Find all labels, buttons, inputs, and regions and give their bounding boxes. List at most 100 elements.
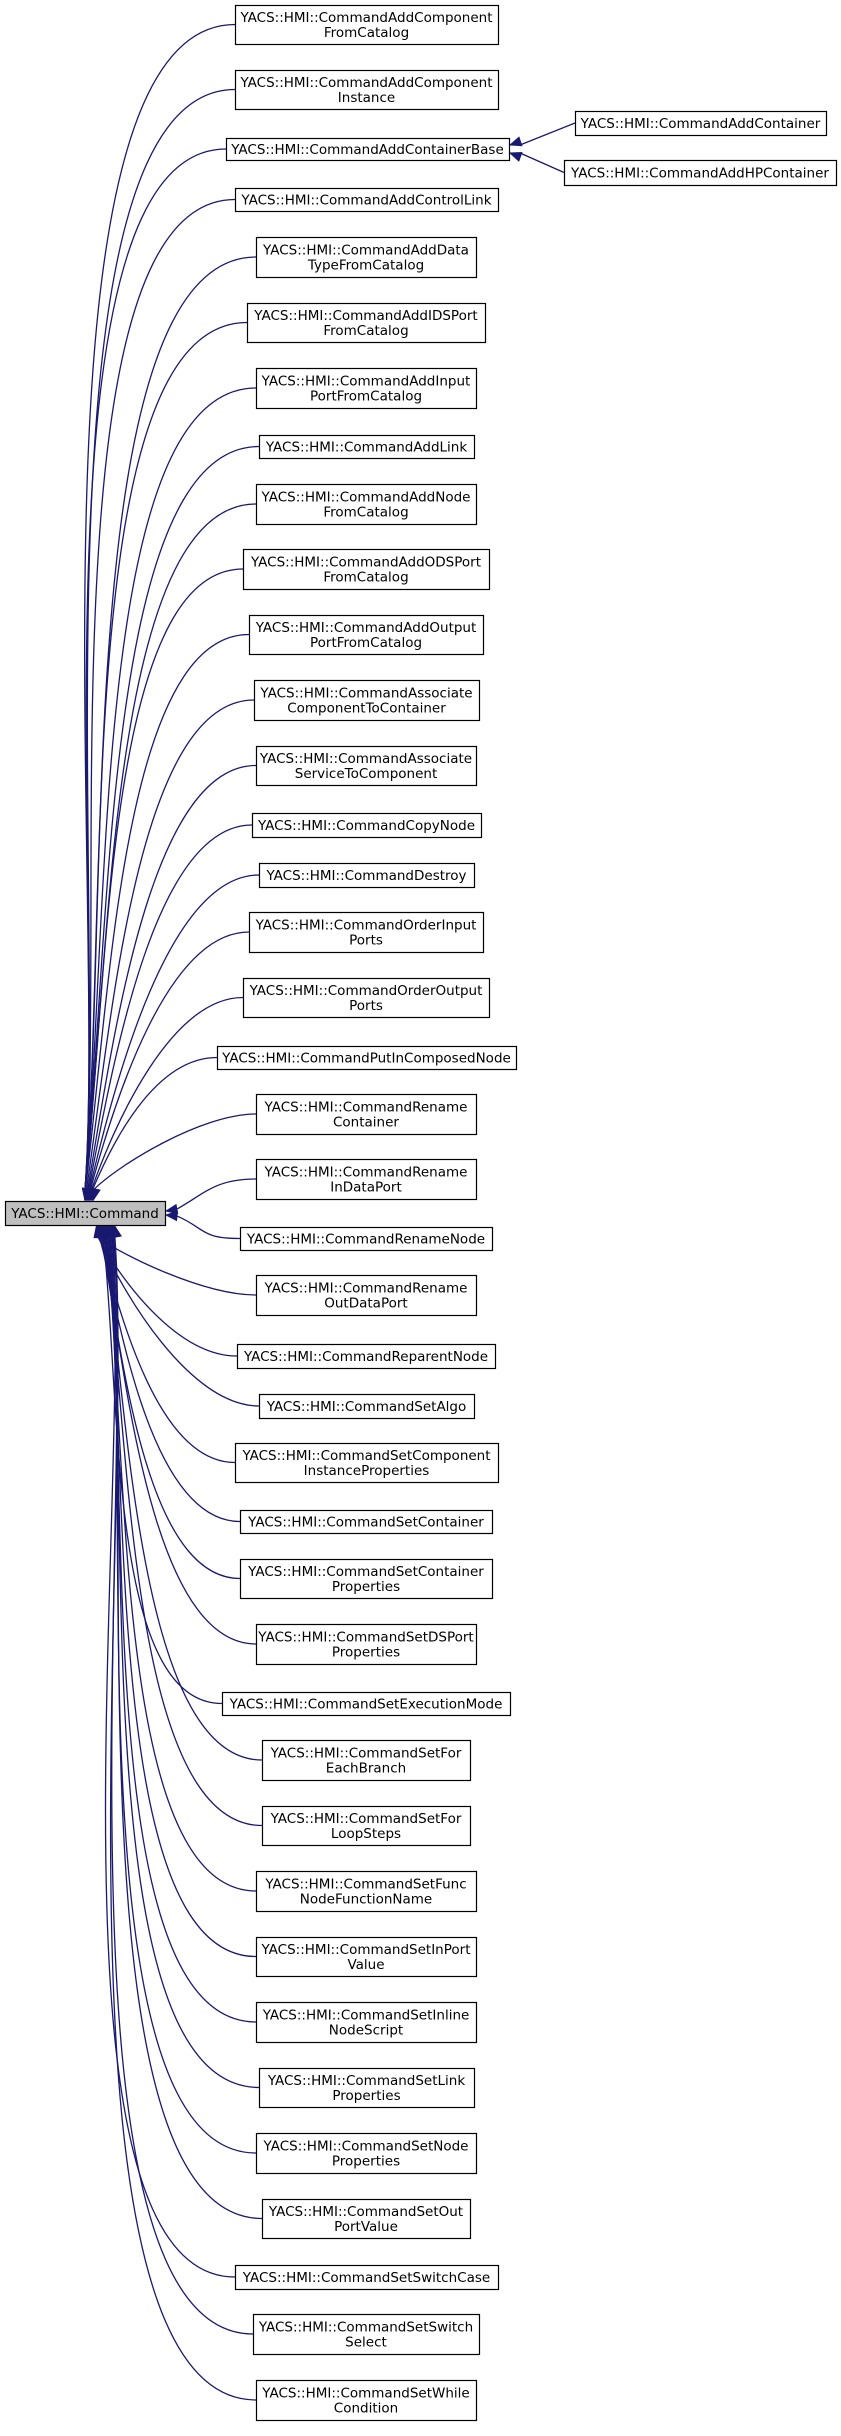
class-node-command-associate-component-to-container[interactable]: YACS::HMI::CommandAssociateComponentToCo… — [253, 679, 481, 722]
class-box — [239, 1509, 494, 1535]
class-name-line: YACS::HMI::CommandSetSwitchCase — [242, 2270, 490, 2286]
edge-path — [103, 1235, 263, 1761]
class-box — [255, 367, 478, 410]
class-box — [251, 812, 483, 839]
class-node-command-add-hpcontainer[interactable]: YACS::HMI::CommandAddHPContainer — [563, 159, 838, 187]
edge-path — [175, 1178, 257, 1211]
class-node-command-set-component-instance-properties[interactable]: YACS::HMI::CommandSetComponentInstancePr… — [234, 1442, 500, 1484]
class-node-command-add-input-port-from-catalog[interactable]: YACS::HMI::CommandAddInputPortFromCatalo… — [255, 367, 478, 410]
class-name-line: YACS::HMI::CommandDestroy — [265, 868, 466, 884]
class-name-line: YACS::HMI::CommandAddContainer — [580, 116, 821, 132]
edge-path — [84, 321, 248, 1191]
class-name-line: YACS::HMI::CommandSetLink — [267, 2073, 466, 2089]
edge-path — [88, 874, 260, 1191]
class-box — [255, 1274, 478, 1317]
class-name-line: YACS::HMI::CommandAddComponent — [239, 75, 492, 91]
class-name-line: YACS::HMI::CommandRenameNode — [246, 1232, 485, 1248]
class-node-command-put-in-composed-node[interactable]: YACS::HMI::CommandPutInComposedNode — [216, 1045, 518, 1071]
class-box — [255, 2379, 478, 2422]
class-node-command-set-execution-mode[interactable]: YACS::HMI::CommandSetExecutionMode — [221, 1691, 512, 1717]
class-name-line: NodeFunctionName — [300, 1892, 432, 1908]
class-name-line: PortFromCatalog — [310, 389, 422, 405]
edge-path — [84, 568, 244, 1191]
edge-path — [90, 996, 244, 1191]
inheritance-edge — [164, 1178, 257, 1215]
class-node-command-destroy[interactable]: YACS::HMI::CommandDestroy — [258, 862, 476, 889]
class-node-command-add-container[interactable]: YACS::HMI::CommandAddContainer — [574, 110, 828, 137]
class-node-command-add-component-from-catalog[interactable]: YACS::HMI::CommandAddComponentFromCatalo… — [234, 4, 500, 46]
root-class-node[interactable]: YACS::HMI::Command — [4, 1200, 167, 1227]
inheritance-edge — [110, 1224, 254, 2335]
class-box — [258, 1393, 476, 1420]
class-node-command-reparent-node[interactable]: YACS::HMI::CommandReparentNode — [236, 1343, 497, 1370]
class-box — [253, 679, 481, 722]
edge-path — [85, 699, 255, 1191]
class-name-line: YACS::HMI::CommandAddInput — [261, 374, 471, 390]
class-name-line: YACS::HMI::CommandSetOut — [268, 2204, 463, 2220]
class-node-command-set-algo[interactable]: YACS::HMI::CommandSetAlgo — [258, 1393, 476, 1420]
class-box — [255, 1623, 478, 1666]
edge-path — [95, 1235, 257, 1296]
class-name-line: YACS::HMI::CommandAddContainerBase — [230, 142, 504, 158]
class-node-command-set-func-node-function-name[interactable]: YACS::HMI::CommandSetFuncNodeFunctionNam… — [255, 1870, 478, 1913]
class-node-command-set-container[interactable]: YACS::HMI::CommandSetContainer — [239, 1509, 494, 1535]
class-name-line: Container — [333, 1115, 399, 1131]
class-box — [234, 2264, 500, 2291]
class-node-command-add-control-link[interactable]: YACS::HMI::CommandAddControlLink — [234, 187, 500, 213]
class-node-command-copy-node[interactable]: YACS::HMI::CommandCopyNode — [251, 812, 483, 839]
class-node-command-add-container-base[interactable]: YACS::HMI::CommandAddContainerBase — [225, 137, 511, 162]
class-box — [255, 2132, 478, 2175]
edge-path — [97, 1235, 260, 1407]
class-box — [574, 110, 828, 137]
class-node-command-rename-node[interactable]: YACS::HMI::CommandRenameNode — [239, 1226, 494, 1252]
class-name-line: FromCatalog — [323, 323, 408, 339]
class-name-line: YACS::HMI::CommandAddHPContainer — [570, 166, 829, 182]
class-name-line: YACS::HMI::CommandSetFor — [270, 1811, 462, 1827]
class-name-line: YACS::HMI::CommandSetFor — [270, 1746, 462, 1762]
edge-path — [110, 1235, 257, 2154]
class-name-line: YACS::HMI::CommandSetWhile — [261, 2386, 469, 2402]
class-node-command-add-output-port-from-catalog[interactable]: YACS::HMI::CommandAddOutputPortFromCatal… — [248, 614, 485, 656]
class-name-line: Properties — [332, 1645, 400, 1661]
class-node-command-add-link[interactable]: YACS::HMI::CommandAddLink — [258, 434, 476, 460]
class-node-command-associate-service-to-component[interactable]: YACS::HMI::CommandAssociateServiceToComp… — [255, 745, 478, 787]
class-name-line: Instance — [338, 90, 395, 106]
class-box — [261, 2198, 472, 2240]
class-box — [242, 977, 491, 1019]
class-node-command-set-switch-case[interactable]: YACS::HMI::CommandSetSwitchCase — [234, 2264, 500, 2291]
class-name-line: YACS::HMI::CommandCopyNode — [257, 818, 475, 834]
class-name-line: EachBranch — [326, 1761, 406, 1777]
class-name-line: YACS::HMI::CommandAddLink — [265, 440, 468, 456]
edge-path — [104, 1235, 263, 1827]
edge-path — [519, 152, 565, 174]
edge-path — [84, 198, 236, 1191]
inheritance-edge — [109, 1224, 257, 2401]
class-box — [255, 745, 478, 787]
class-box — [234, 187, 500, 213]
class-name-line: YACS::HMI::CommandSetAlgo — [266, 1399, 467, 1415]
class-name-line: YACS::HMI::CommandOrderOutput — [249, 983, 483, 999]
arrowhead — [111, 1224, 122, 1239]
